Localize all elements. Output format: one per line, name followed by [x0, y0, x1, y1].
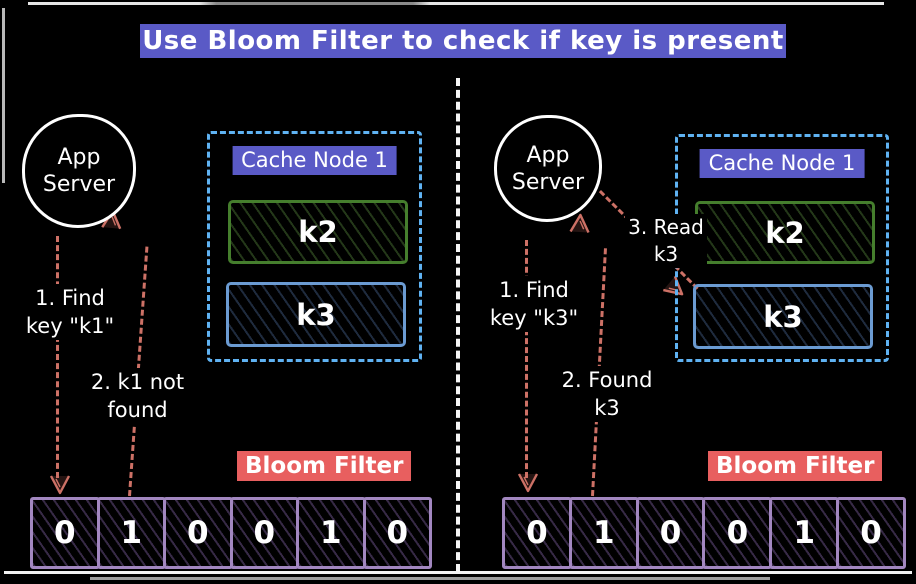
right-key-k2-box: k2 — [695, 201, 875, 264]
right-cache-node: Cache Node 1 k2 k3 — [675, 134, 889, 362]
right-step1-line1: 1. Find — [499, 278, 569, 302]
bloom-bit-cell: 0 — [30, 497, 100, 569]
right-app-server: App Server — [494, 115, 602, 222]
right-step1-line2: key "k3" — [489, 306, 579, 330]
bloom-bit-cell: 1 — [769, 497, 840, 569]
left-step2-label: 2. k1 not found — [80, 368, 195, 424]
bloom-bit-cell: 0 — [163, 497, 233, 569]
frame-bottom-line-2 — [90, 577, 770, 580]
left-bloom-filter-array: 0 1 0 0 1 0 — [30, 497, 432, 569]
right-step3-line2: k3 — [653, 242, 679, 266]
bloom-bit-cell: 0 — [702, 497, 773, 569]
bloom-bit-cell: 1 — [568, 497, 639, 569]
right-app-server-label-line1: App — [526, 142, 570, 168]
right-arrow-found-head-up-icon — [567, 211, 592, 234]
right-step2-label: 2. Found k3 — [552, 366, 662, 422]
bloom-bit-cell: 1 — [96, 497, 166, 569]
right-app-server-label-line2: Server — [511, 169, 585, 195]
right-arrow-find-line — [525, 240, 528, 478]
left-app-server-label-line1: App — [57, 145, 101, 170]
left-step1-line1: 1. Find — [35, 286, 105, 310]
panel-divider — [456, 78, 460, 572]
right-arrow-find-head-down-icon — [516, 472, 540, 494]
right-cache-node-title: Cache Node 1 — [699, 149, 865, 178]
left-arrow-find-head-down-icon — [48, 474, 72, 496]
left-step2-line1: 2. k1 not — [90, 370, 185, 394]
right-key-k3-box: k3 — [693, 284, 873, 349]
left-arrow-find-line — [56, 236, 59, 478]
right-step3-line1: 3. Read — [628, 215, 704, 239]
left-cache-node: Cache Node 1 k2 k3 — [207, 131, 422, 362]
right-bloom-filter-label: Bloom Filter — [708, 451, 883, 481]
right-step2-line2: k3 — [594, 396, 620, 420]
right-step2-line1: 2. Found — [561, 368, 653, 392]
left-bloom-filter-label: Bloom Filter — [237, 451, 412, 481]
bloom-bit-cell: 0 — [229, 497, 299, 569]
right-bloom-filter-array: 0 1 0 0 1 0 — [502, 497, 906, 569]
left-step1-line2: key "k1" — [25, 314, 115, 338]
left-cache-node-title: Cache Node 1 — [232, 146, 397, 175]
bloom-bit-cell: 0 — [836, 497, 906, 569]
diagram-title: Use Bloom Filter to check if key is pres… — [140, 24, 786, 58]
left-key-k3-box: k3 — [226, 282, 406, 347]
right-step3-label: 3. Read k3 — [625, 214, 707, 268]
left-step2-line2: found — [107, 398, 168, 422]
left-step1-label: 1. Find key "k1" — [10, 284, 130, 340]
right-step1-label: 1. Find key "k3" — [478, 276, 590, 332]
frame-bottom-line — [4, 571, 912, 574]
bloom-bit-cell: 0 — [502, 497, 572, 569]
bloom-bit-cell: 0 — [635, 497, 706, 569]
bloom-bit-cell: 1 — [296, 497, 366, 569]
left-app-server-label-line2: Server — [42, 172, 116, 197]
bloom-bit-cell: 0 — [362, 497, 432, 569]
left-app-server: App Server — [22, 114, 136, 228]
left-key-k2-box: k2 — [228, 200, 408, 264]
frame-left-line — [2, 8, 5, 183]
frame-top-line — [28, 2, 884, 5]
